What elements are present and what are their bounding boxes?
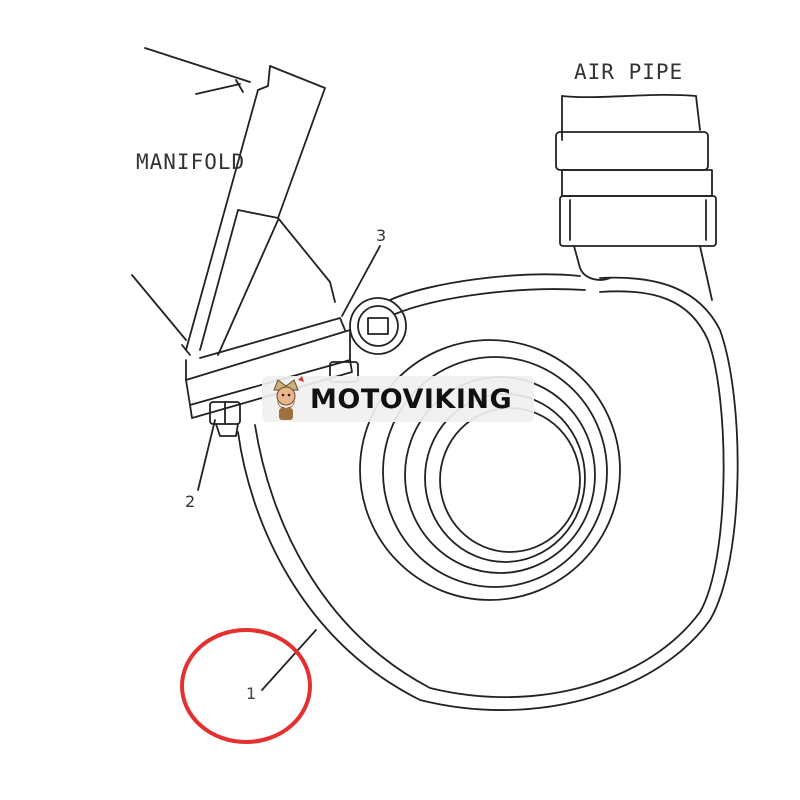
manifold-label: MANIFOLD bbox=[136, 150, 246, 174]
air-pipe-outlet bbox=[555, 93, 717, 301]
callout-1: 1 bbox=[246, 684, 258, 703]
turbine-housing bbox=[237, 273, 739, 711]
callout-leaders bbox=[197, 245, 381, 691]
air-pipe-label: AIR PIPE bbox=[574, 60, 684, 84]
viking-mascot-icon bbox=[273, 376, 304, 420]
callout-3: 3 bbox=[376, 226, 388, 245]
highlight-circle bbox=[180, 628, 312, 744]
manifold-pipe bbox=[185, 65, 336, 356]
callout-2: 2 bbox=[185, 492, 197, 511]
manifold-leader bbox=[144, 47, 251, 95]
flange-bolt bbox=[209, 401, 241, 437]
flange-cut-lines bbox=[131, 274, 191, 356]
bolt-boss bbox=[349, 297, 407, 355]
watermark-text: MOTOVIKING bbox=[310, 383, 513, 415]
watermark: MOTOVIKING bbox=[262, 376, 534, 422]
